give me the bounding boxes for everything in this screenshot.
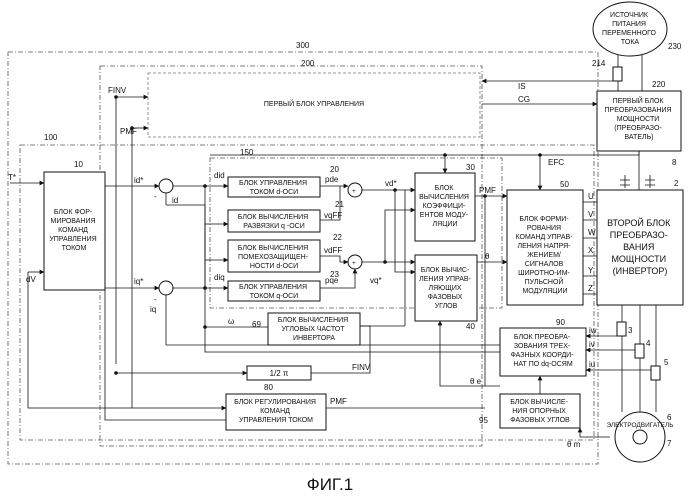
label-omega: ω (228, 317, 234, 326)
input-t-star: T* (8, 173, 16, 182)
sum-iq-minus: - (154, 295, 157, 304)
label-y: Y (588, 266, 594, 275)
ac-source-ref: 230 (668, 42, 682, 51)
label-vdff: vdFF (324, 246, 342, 255)
motor-shaft-ref: 7 (667, 439, 672, 448)
inverter-ref: 2 (674, 179, 679, 188)
ref-3: 3 (628, 326, 633, 335)
label-iq: iq (150, 305, 156, 314)
label-diq: diq (214, 273, 225, 282)
label-iu: iu (589, 360, 595, 369)
label-pmf-top: PMF (120, 127, 137, 136)
sum-id-minus: - (154, 192, 157, 201)
frame-100-label: 100 (44, 133, 58, 142)
half-pi-text: 1/2 π (270, 369, 289, 378)
label-pmf-mid: PMF (479, 186, 496, 195)
current-command-ref: 10 (74, 160, 83, 169)
figure-caption: ФИГ.1 (307, 475, 353, 494)
label-theta-e: θ e (470, 377, 482, 386)
label-vq-star: vq* (370, 276, 382, 285)
label-v: V (588, 210, 594, 219)
first-converter-ref: 220 (652, 80, 666, 89)
label-did: did (214, 171, 225, 180)
label-u: U (588, 192, 594, 201)
frame-150-label: 150 (240, 148, 254, 157)
pwm-ref: 50 (560, 180, 569, 189)
label-vqff: vqFF (324, 211, 342, 220)
angular-freq-ref: 69 (252, 320, 261, 329)
label-cg: CG (518, 95, 530, 104)
first-control-text: ПЕРВЫЙ БЛОК УПРАВЛЕНИЯ (264, 99, 364, 108)
mod-coef-ref: 30 (466, 163, 475, 172)
frame-300-label: 300 (296, 41, 310, 50)
ref-phase-text: БЛОК ВЫЧИСЛЕ- НИЯ ОПОРНЫХ ФАЗОВЫХ УГЛОВ (510, 399, 570, 424)
label-pde: pde (325, 175, 339, 184)
label-pmf-bot: PMF (330, 397, 347, 406)
current-reg-ref: 80 (264, 383, 273, 392)
motor-text: ЭЛЕКТРОДВИГАТЕЛЬ (606, 422, 673, 429)
motor-shaft (633, 430, 647, 444)
d-noise-ref: 22 (333, 233, 342, 242)
ref-214: 214 (592, 59, 606, 68)
sum-junction-id (159, 179, 173, 193)
label-w: W (588, 228, 596, 237)
dq-transform-ref: 90 (556, 318, 565, 327)
input-dv: dV (26, 275, 36, 284)
ref-5: 5 (664, 358, 669, 367)
ac-source (593, 2, 667, 56)
label-pqe: pqe (325, 276, 339, 285)
label-finv-bot: FINV (352, 363, 371, 372)
label-id: id (172, 196, 178, 205)
label-iw: iw (589, 326, 597, 335)
label-efc: EFC (548, 158, 564, 167)
ref-4: 4 (646, 339, 651, 348)
label-x: X (588, 246, 594, 255)
label-z: Z (588, 284, 593, 293)
d-axis-control-ref: 20 (330, 165, 339, 174)
label-theta: θ (485, 252, 490, 261)
sum-junction-iq (159, 281, 173, 295)
label-iv: iv (589, 340, 595, 349)
sum-vq-plus: + (352, 260, 356, 267)
motor-ref: 6 (667, 413, 672, 422)
label-theta-m: θ m (567, 440, 581, 449)
label-is: IS (518, 82, 526, 91)
label-iq-star: iq* (134, 277, 143, 286)
frame-200-label: 200 (301, 59, 315, 68)
label-id-star: id* (134, 176, 143, 185)
label-vd-star: vd* (385, 179, 397, 188)
phase-angle-ref: 40 (466, 322, 475, 331)
ref-phase-ref: 95 (479, 416, 488, 425)
ref-8: 8 (672, 158, 677, 167)
label-finv-top: FINV (108, 86, 127, 95)
sum-vd-plus: + (352, 188, 356, 195)
